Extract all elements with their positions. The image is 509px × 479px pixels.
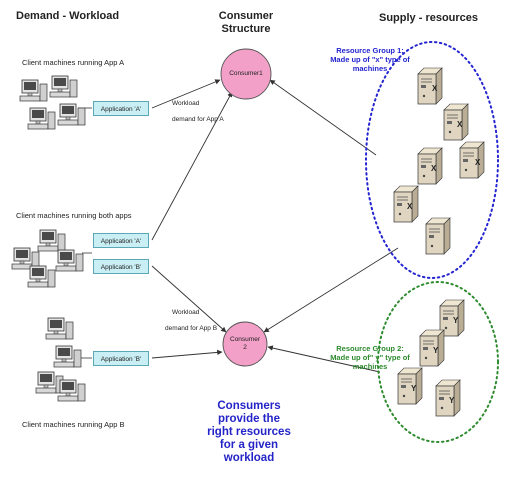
resource-group-2-caption: Resource Group 2: Made up of" y" type of… — [320, 344, 420, 371]
tagline-line2: provide the — [218, 413, 280, 425]
consumer-2-label-line1: Consumer — [230, 336, 260, 343]
server-label-x: X — [407, 202, 413, 211]
consumer-header-line1: Consumer — [218, 10, 274, 22]
client-caption-app-b: Client machines running App B — [22, 420, 125, 429]
server-label-x: X — [431, 164, 437, 173]
client-pcs-app-a — [19, 75, 86, 130]
client-caption-app-a: Client machines running App A — [22, 58, 125, 67]
tagline-line1: Consumers — [217, 400, 281, 412]
workload-a-label-line1: Workload — [172, 100, 200, 107]
consumer-2-circle — [222, 321, 268, 367]
arrow-app-a-mid-to-consumer1 — [151, 91, 233, 241]
server-label-y: Y — [433, 346, 439, 355]
consumer-header-line2: Structure — [221, 23, 271, 35]
resource-group-1-ellipse — [365, 41, 499, 279]
application-a-box-mid: Application 'A' — [93, 233, 149, 248]
demand-header: Demand - Workload — [16, 10, 120, 22]
resource-group-2-line1: Resource Group 2: — [336, 344, 404, 353]
application-b-box-bottom: Application 'B' — [93, 351, 149, 366]
resource-group-2-line2: Made up of" y" type of — [330, 353, 410, 362]
consumer-1-circle — [220, 48, 272, 100]
workload-b-label-line1: Workload — [172, 309, 200, 316]
server-label-y: Y — [453, 316, 459, 325]
connections — [78, 79, 399, 373]
server-label-x: X — [457, 120, 463, 129]
arrow-app-b-mid-to-consumer2 — [151, 265, 227, 333]
resource-group-2-ellipse — [377, 281, 499, 443]
resource-group-1-line1: Resource Group 1: — [336, 46, 404, 55]
tagline-line5: workload — [223, 452, 275, 464]
server-label-x: X — [432, 84, 438, 93]
tagline: Consumers provide the right resources fo… — [174, 400, 324, 465]
arrow-group1-to-consumer2 — [263, 247, 399, 333]
consumer-header: Consumer Structure — [206, 10, 286, 36]
tagline-line3: right resources — [207, 426, 291, 438]
arrow-app-b-bottom-to-consumer2 — [151, 349, 223, 359]
resource-group-1-line2: Made up of "x" type of — [330, 55, 410, 64]
resource-group-1-caption: Resource Group 1: Made up of "x" type of… — [323, 46, 417, 73]
consumer-2-label: Consumer 2 — [220, 336, 270, 352]
consumer-2-label-line2: 2 — [243, 344, 247, 351]
server-label-x: X — [475, 158, 481, 167]
arrow-group1-to-consumer1 — [269, 79, 377, 156]
tagline-line4: for a given — [219, 439, 279, 451]
workload-b-label-line2: demand for App B — [165, 325, 218, 332]
application-b-box-mid: Application 'B' — [93, 259, 149, 274]
resource-group-1-line3: machines — [352, 64, 388, 73]
supply-header: Supply - resources — [379, 12, 479, 24]
consumer-1-label: Consumer1 — [229, 70, 263, 77]
workload-a-label-line2: demand for App A — [172, 116, 224, 123]
arrow-app-a-to-consumer1 — [151, 79, 221, 109]
arrow-group2-to-consumer2 — [267, 345, 381, 373]
resource-group-2-line3: machines — [352, 362, 388, 371]
client-caption-both-apps: Client machines running both apps — [16, 211, 132, 220]
servers-group-1 — [393, 67, 485, 255]
application-a-box-top: Application 'A' — [93, 101, 149, 116]
server-label-y: Y — [449, 396, 455, 405]
client-pcs-app-b — [35, 317, 86, 402]
server-label-y: Y — [411, 384, 417, 393]
client-pcs-both-apps — [11, 229, 84, 288]
